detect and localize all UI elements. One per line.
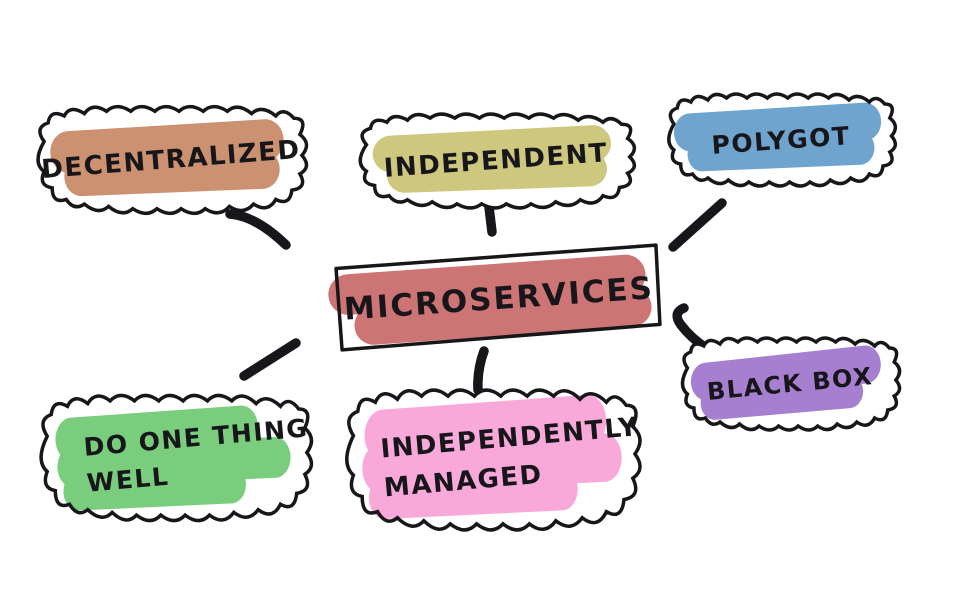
highlight-brush xyxy=(55,405,291,511)
node-polygot-label: POLYGOT xyxy=(659,82,903,198)
node-independent-shape xyxy=(352,110,640,212)
node-independently-managed-label: INDEPENDENTLY MANAGED xyxy=(332,371,652,549)
connector-center-to-independently-managed xyxy=(473,346,489,395)
node-microservices: MICROSERVICES xyxy=(328,238,670,360)
node-microservices-label: MICROSERVICES xyxy=(324,226,674,372)
node-do-one-thing-well-shape xyxy=(33,390,317,526)
highlight-brush xyxy=(362,394,622,520)
connector-center-to-polygot xyxy=(668,198,727,252)
connector-group xyxy=(225,198,727,395)
node-label-line2: WELL xyxy=(85,461,171,498)
node-decentralized-shape xyxy=(30,102,312,218)
node-decentralized: DECENTRALIZED xyxy=(30,102,312,218)
node-black-box: BLACK BOX xyxy=(676,334,904,434)
cloud-outline xyxy=(41,395,311,520)
node-decentralized-label: DECENTRALIZED xyxy=(26,91,316,229)
node-polygot-shape xyxy=(662,90,900,190)
highlight-brush xyxy=(50,119,284,197)
cloud-outline xyxy=(669,94,896,186)
node-independently-managed: INDEPENDENTLY MANAGED xyxy=(338,384,646,536)
node-polygot: POLYGOT xyxy=(662,90,900,190)
node-independently-managed-shape xyxy=(338,384,646,536)
connector-center-to-independent xyxy=(484,202,497,237)
cloud-outline xyxy=(360,114,634,208)
node-label-text: MICROSERVICES xyxy=(342,270,656,328)
highlight-brush xyxy=(372,125,612,193)
highlight-brush xyxy=(673,102,882,172)
node-microservices-shape xyxy=(328,238,670,360)
highlight-brush xyxy=(690,345,881,420)
cloud-outline xyxy=(38,107,306,214)
node-do-one-thing-well-label: DO ONE THING WELL xyxy=(28,378,323,538)
connector-center-to-do-one-thing-well xyxy=(239,338,301,381)
cloud-outline xyxy=(347,390,640,530)
connector-center-to-black-box xyxy=(672,303,711,353)
node-label-text: POLYGOT xyxy=(710,120,852,160)
node-do-one-thing-well: DO ONE THING WELL xyxy=(33,390,317,526)
highlight-brush xyxy=(328,254,652,345)
node-label-text: INDEPENDENT xyxy=(382,138,610,184)
connector-center-to-decentralized xyxy=(225,209,291,250)
node-independent: INDEPENDENT xyxy=(352,110,640,212)
node-label-text: DECENTRALIZED xyxy=(40,134,302,186)
box-outline xyxy=(336,245,660,350)
node-independent-label: INDEPENDENT xyxy=(349,100,643,222)
node-label-text: BLACK BOX xyxy=(705,362,875,406)
cloud-outline xyxy=(683,338,900,430)
node-label-line1: DO ONE THING xyxy=(82,413,310,462)
node-black-box-shape xyxy=(676,334,904,434)
